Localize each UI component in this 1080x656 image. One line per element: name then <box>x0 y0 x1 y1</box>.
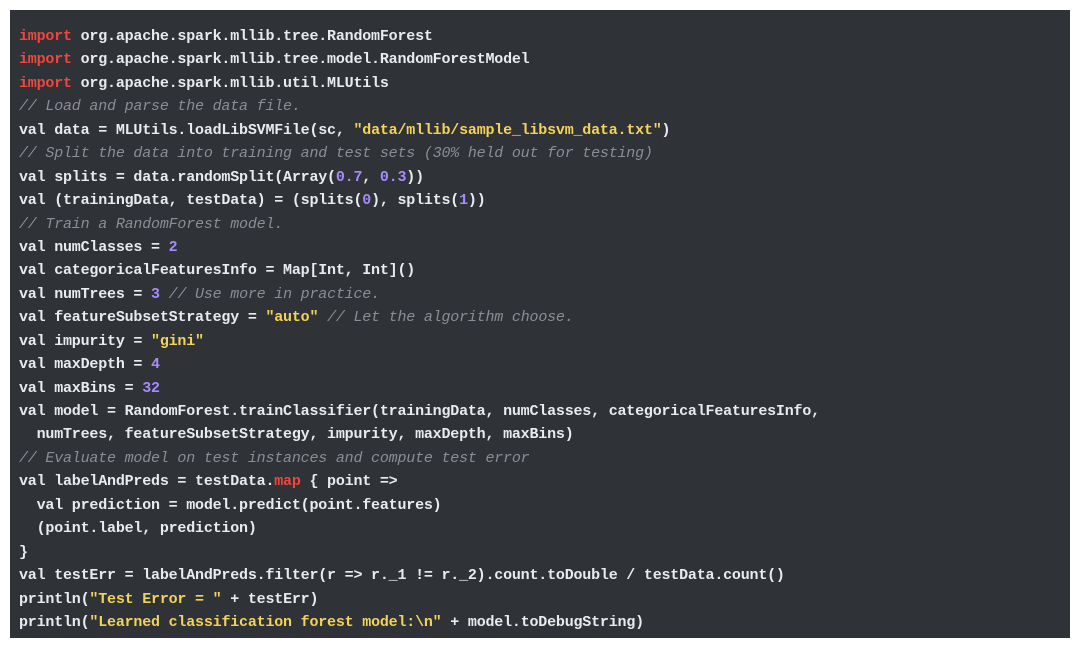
code-line: val numClasses = 2 <box>19 236 1070 259</box>
string-token: "Learned classification forest model:\n" <box>89 613 442 631</box>
code-token: val labelAndPreds = testData. <box>19 473 275 491</box>
code-token: val impurity = <box>19 332 152 350</box>
code-token: ) <box>661 121 671 139</box>
code-line: // Evaluate model on test instances and … <box>19 447 1070 470</box>
number-token: 2 <box>168 238 178 256</box>
keyword-token: import <box>19 51 72 69</box>
code-line: val numTrees = 3 // Use more in practice… <box>19 283 1070 306</box>
code-token: )) <box>467 192 486 210</box>
string-token: "data/mllib/sample_libsvm_data.txt" <box>353 121 662 139</box>
code-line: import org.apache.spark.mllib.tree.model… <box>19 48 1070 71</box>
code-line: // Load and parse the data file. <box>19 95 1070 118</box>
code-line: // Split the data into training and test… <box>19 142 1070 165</box>
code-token: println( <box>19 613 90 631</box>
function-token: map <box>274 473 301 491</box>
code-token: val maxDepth = <box>19 356 152 374</box>
comment-token: // Use more in practice. <box>168 285 380 303</box>
comment-token: // Train a RandomForest model. <box>19 215 284 233</box>
code-token: val data = MLUtils.loadLibSVMFile(sc, <box>19 121 354 139</box>
code-token <box>318 309 327 326</box>
comment-token: // Let the algorithm choose. <box>327 309 574 327</box>
number-token: 32 <box>142 379 160 397</box>
keyword-token: import <box>19 28 72 45</box>
code-line: val maxDepth = 4 <box>19 353 1070 376</box>
code-token: val (trainingData, testData) = (splits( <box>19 192 363 210</box>
code-token: org.apache.spark.mllib.tree.model.Random… <box>71 51 530 69</box>
code-token: ), splits( <box>371 192 460 210</box>
code-token: println( <box>19 590 90 608</box>
string-token: "Test Error = " <box>89 590 222 608</box>
code-token: { point => <box>300 473 398 491</box>
code-token: (point.label, prediction) <box>19 520 257 538</box>
code-token: numTrees, featureSubsetStrategy, impurit… <box>19 426 574 444</box>
code-line: val labelAndPreds = testData.map { point… <box>19 470 1070 493</box>
number-token: 1 <box>459 192 468 210</box>
code-line: println("Test Error = " + testErr) <box>19 588 1070 611</box>
number-token: 0 <box>362 192 372 210</box>
number-token: 0.3 <box>379 168 407 186</box>
code-token: + testErr) <box>221 590 319 608</box>
code-line: val splits = data.randomSplit(Array(0.7,… <box>19 166 1070 189</box>
code-line: val (trainingData, testData) = (splits(0… <box>19 189 1070 212</box>
comment-token: // Evaluate model on test instances and … <box>19 449 530 467</box>
number-token: 4 <box>151 356 160 374</box>
number-token: 0.7 <box>335 168 363 186</box>
code-token: val featureSubsetStrategy = <box>19 309 266 327</box>
code-token <box>160 286 169 303</box>
string-token: "auto" <box>265 309 319 327</box>
code-token: val model = RandomForest.trainClassifier… <box>19 403 820 420</box>
code-line: val maxBins = 32 <box>19 377 1070 400</box>
keyword-token: import <box>19 74 72 92</box>
code-token: val numTrees = <box>19 285 152 303</box>
comment-token: // Split the data into training and test… <box>19 145 653 163</box>
code-line: numTrees, featureSubsetStrategy, impurit… <box>19 423 1070 446</box>
code-line: val categoricalFeaturesInfo = Map[Int, I… <box>19 259 1070 282</box>
code-token: val categoricalFeaturesInfo = Map[Int, I… <box>19 262 416 280</box>
code-line: println("Learned classification forest m… <box>19 611 1070 634</box>
code-token: org.apache.spark.mllib.tree.RandomForest <box>71 28 433 45</box>
string-token: "gini" <box>151 332 204 350</box>
code-token: val prediction = model.predict(point.fea… <box>19 496 442 514</box>
code-token: + model.toDebugString) <box>441 613 644 631</box>
code-line: val impurity = "gini" <box>19 330 1070 353</box>
code-token: org.apache.spark.mllib.util.MLUtils <box>71 74 389 92</box>
code-token: , <box>362 168 380 186</box>
code-token: val maxBins = <box>19 379 143 397</box>
code-line: import org.apache.spark.mllib.util.MLUti… <box>19 72 1070 95</box>
code-line: } <box>19 541 1070 564</box>
comment-token: // Load and parse the data file. <box>19 98 301 116</box>
code-editor-panel: import org.apache.spark.mllib.tree.Rando… <box>10 10 1070 638</box>
code-line: import org.apache.spark.mllib.tree.Rando… <box>19 25 1070 48</box>
code-token: val testErr = labelAndPreds.filter(r => … <box>19 567 785 585</box>
code-line: val testErr = labelAndPreds.filter(r => … <box>19 564 1070 587</box>
code-line: val model = RandomForest.trainClassifier… <box>19 400 1070 423</box>
code-token: )) <box>406 168 424 186</box>
code-token: } <box>19 543 28 561</box>
code-line: // Train a RandomForest model. <box>19 213 1070 236</box>
code-line: val featureSubsetStrategy = "auto" // Le… <box>19 306 1070 329</box>
number-token: 3 <box>151 285 160 303</box>
code-line: val data = MLUtils.loadLibSVMFile(sc, "d… <box>19 119 1070 142</box>
code-line: (point.label, prediction) <box>19 517 1070 540</box>
code-line: val prediction = model.predict(point.fea… <box>19 494 1070 517</box>
code-token: val numClasses = <box>19 238 169 256</box>
code-token: val splits = data.randomSplit(Array( <box>19 168 336 186</box>
